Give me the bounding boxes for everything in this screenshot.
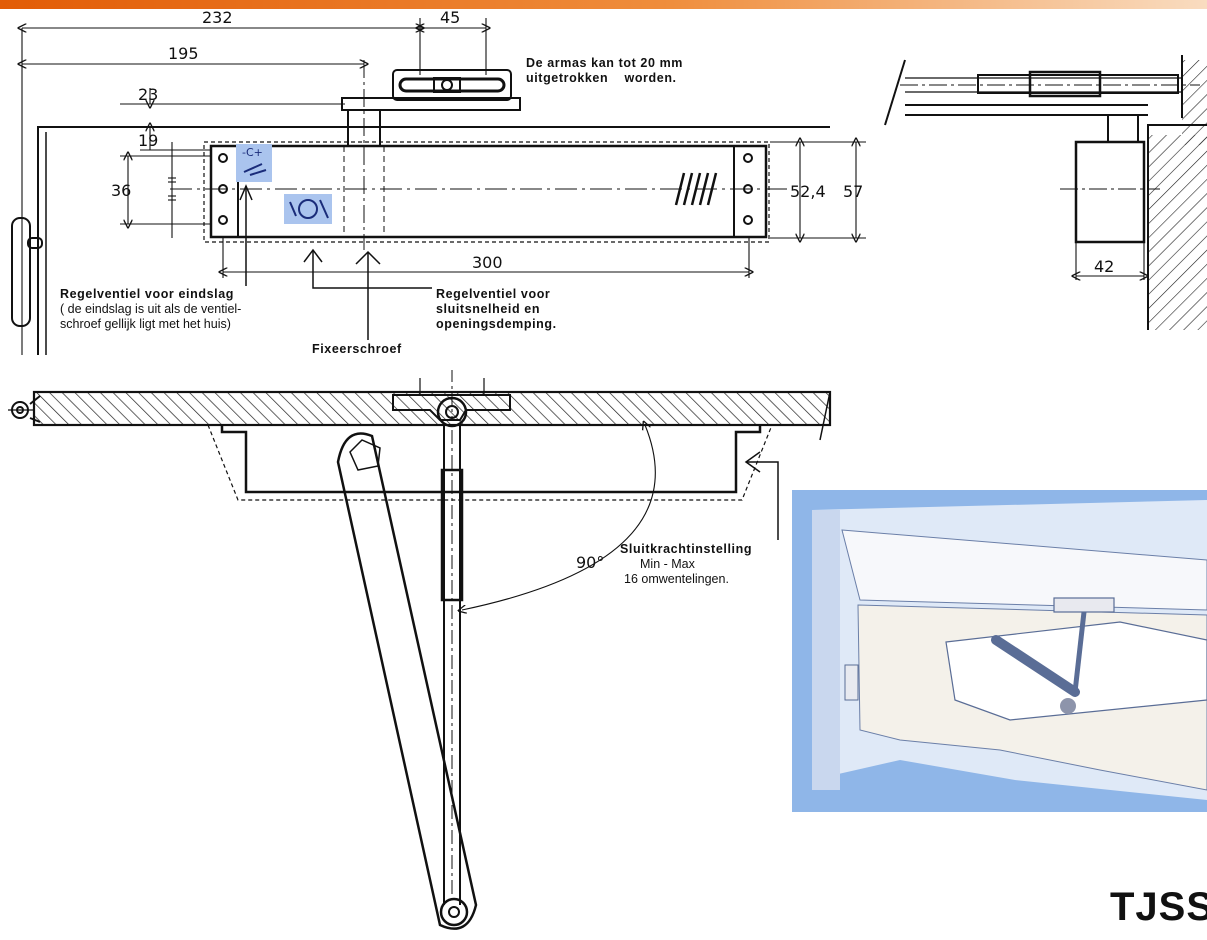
side-view bbox=[884, 55, 1207, 330]
speed-valve-line-3: openingsdemping. bbox=[436, 317, 557, 331]
pointer-lines bbox=[239, 184, 432, 340]
dim-45: 45 bbox=[440, 8, 460, 27]
dim-52-4: 52,4 bbox=[790, 182, 826, 201]
header-band bbox=[0, 0, 1207, 9]
arm-extend-note: De armas kan tot 20 mm uitgetrokken word… bbox=[526, 56, 786, 86]
end-valve-title: Regelventiel voor eindslag bbox=[60, 287, 234, 301]
dim-232: 232 bbox=[202, 8, 233, 27]
top-view bbox=[11, 60, 830, 355]
dimension-lines bbox=[22, 18, 866, 355]
dim-42: 42 bbox=[1094, 257, 1114, 276]
door-section-view bbox=[8, 370, 832, 930]
closing-force-line-2: 16 omwentelingen. bbox=[624, 572, 729, 586]
valve-icon-marks: -C+ bbox=[242, 146, 263, 159]
dim-36: 36 bbox=[111, 181, 131, 200]
dim-19: 19 bbox=[138, 131, 158, 150]
angle-90: 90° bbox=[576, 553, 604, 572]
fix-screw-label: Fixeerschroef bbox=[312, 342, 402, 356]
speed-valve-icon bbox=[284, 194, 332, 224]
arm-extend-line-2: uitgetrokken worden. bbox=[526, 71, 677, 85]
dim-300: 300 bbox=[472, 253, 503, 272]
speed-valve-note: Regelventiel voor sluitsnelheid en openi… bbox=[436, 287, 636, 332]
closing-force-note: Sluitkrachtinstelling Min - Max 16 omwen… bbox=[620, 542, 800, 587]
speed-valve-line-1: Regelventiel voor bbox=[436, 287, 551, 301]
end-valve-note: Regelventiel voor eindslag ( de eindslag… bbox=[60, 287, 320, 332]
fix-screw-note: Fixeerschroef bbox=[312, 342, 402, 357]
arm-extend-line-1: De armas kan tot 20 mm bbox=[526, 56, 684, 70]
end-valve-line-2: schroef gellijk ligt met het huis) bbox=[60, 317, 231, 331]
closing-force-title: Sluitkrachtinstelling bbox=[620, 542, 753, 556]
product-illustration bbox=[792, 490, 1207, 812]
end-valve-line-1: ( de eindslag is uit als de ventiel- bbox=[60, 302, 242, 316]
speed-valve-line-2: sluitsnelheid en bbox=[436, 302, 541, 316]
dim-195: 195 bbox=[168, 44, 199, 63]
end-valve-icon: -C+ bbox=[236, 144, 272, 182]
dim-23: 23 bbox=[138, 85, 158, 104]
closing-force-line-1: Min - Max bbox=[640, 557, 695, 571]
brand-logo-text: TJSS bbox=[1110, 885, 1207, 929]
dim-57: 57 bbox=[843, 182, 863, 201]
